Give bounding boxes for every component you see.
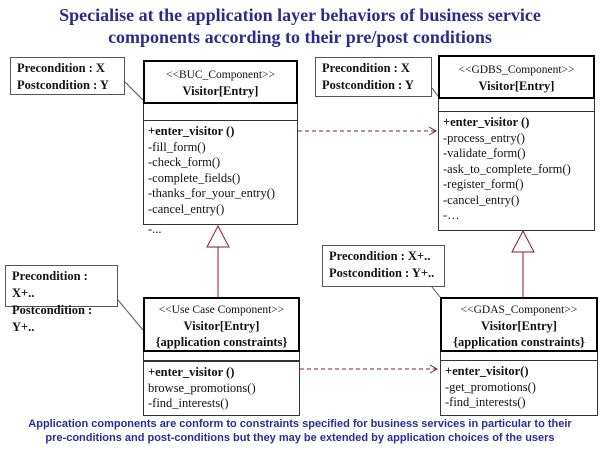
class-gdbs-component: <<GDBS_Component>> Visitor[Entry] +enter… [438, 55, 595, 231]
attributes-compartment [441, 352, 597, 361]
precondition: Precondition : X+.. [329, 249, 431, 263]
class-use-case-component: <<Use Case Component>> Visitor[Entry] {a… [143, 297, 300, 416]
attributes-compartment [144, 352, 299, 362]
operation: browse_promotions() [148, 380, 256, 395]
operations-compartment: +enter_visitor () -fill_form() -check_fo… [144, 121, 297, 220]
note-anchor-buc [124, 81, 144, 101]
title-line-2: components according to their pre/post c… [108, 27, 492, 47]
class-gdas-component: <<GDAS_Component>> Visitor[Entry] {appli… [440, 297, 598, 416]
note-anchor-gdbs [431, 87, 439, 97]
class-buc-component: <<BUC_Component>> Visitor[Entry] +enter_… [143, 60, 298, 225]
note-anchor-gdas [431, 286, 441, 298]
generalization-arrow-left [206, 224, 230, 248]
stereotype: <<GDAS_Component>> [460, 304, 578, 316]
operation: -register_form() [443, 177, 524, 191]
stereotype: <<Use Case Component>> [158, 304, 285, 316]
operations-compartment: +enter_visitor () -process_entry() -vali… [439, 112, 594, 227]
dependency-arrow-top [428, 126, 438, 136]
constraint: {application constraints} [155, 335, 288, 349]
postcondition: Postcondition : Y [17, 78, 109, 92]
operations-compartment: +enter_visitor () browse_promotions() -f… [144, 362, 299, 415]
operation: -… [443, 208, 460, 222]
operation: -check_form() [148, 155, 221, 169]
postcondition: Postcondition : Y [322, 78, 414, 92]
operation: +enter_visitor () [148, 124, 235, 138]
generalization-arrow-right [511, 229, 535, 253]
footer-caption: Application components are conform to co… [0, 417, 600, 445]
operation: +enter_visitor () [148, 365, 235, 379]
class-header: <<Use Case Component>> Visitor[Entry] {a… [143, 297, 300, 352]
operation: +enter_visitor() [445, 364, 529, 378]
operation-ellipsis: -... [148, 222, 162, 236]
class-header: <<GDBS_Component>> Visitor[Entry] [438, 55, 595, 99]
note-buc: Precondition : X Postcondition : Y [10, 57, 125, 95]
constraint: {application constraints} [453, 335, 585, 349]
precondition: Precondition : X [322, 61, 410, 75]
title-line-1: Specialise at the application layer beha… [59, 5, 541, 25]
postcondition: Postcondition : Y+.. [329, 266, 435, 280]
stereotype: <<GDBS_Component>> [458, 64, 575, 76]
dependency-arrow-bottom [429, 364, 439, 374]
class-name: Visitor[Entry] [481, 319, 557, 333]
operation: -find_interests() [445, 395, 526, 409]
class-name: Visitor[Entry] [182, 84, 259, 98]
footer-line-1: Application components are conform to co… [28, 418, 572, 430]
operation: -fill_form() [148, 139, 206, 154]
postcondition: Postcondition : Y+.. [12, 303, 93, 334]
class-header: <<GDAS_Component>> Visitor[Entry] {appli… [440, 297, 598, 352]
operation: -find_interests() [148, 396, 229, 410]
operation: -validate_form() [443, 146, 526, 160]
operation: -thanks_for_your_entry() [148, 186, 276, 200]
operation: -process_entry() [443, 130, 525, 145]
note-gdbs: Precondition : X Postcondition : Y [315, 57, 432, 97]
operation: -ask_to_complete_form() [443, 161, 571, 176]
precondition: Precondition : X+.. [12, 269, 88, 300]
class-name: Visitor[Entry] [183, 319, 260, 333]
class-name: Visitor[Entry] [478, 79, 555, 93]
stereotype: <<BUC_Component>> [165, 69, 275, 81]
operation: +enter_visitor () [443, 115, 530, 129]
note-anchor-usecase [117, 299, 144, 331]
class-header: <<BUC_Component>> Visitor[Entry] [143, 60, 298, 104]
operation: -cancel_entry() [443, 192, 520, 207]
note-gdas: Precondition : X+.. Postcondition : Y+.. [322, 245, 445, 287]
note-usecase: Precondition : X+.. Postcondition : Y+.. [5, 265, 118, 334]
attributes-compartment [439, 99, 594, 112]
precondition: Precondition : X [17, 61, 105, 75]
attributes-compartment [144, 104, 297, 121]
operation: -cancel_entry() [148, 201, 225, 216]
operation: -complete_fields() [148, 170, 241, 185]
operation: -get_promotions() [445, 379, 536, 394]
operations-compartment: +enter_visitor() -get_promotions() -find… [441, 361, 597, 414]
footer-line-2: pre-conditions and post-conditions but t… [45, 432, 555, 444]
diagram-title: Specialise at the application layer beha… [0, 4, 600, 48]
